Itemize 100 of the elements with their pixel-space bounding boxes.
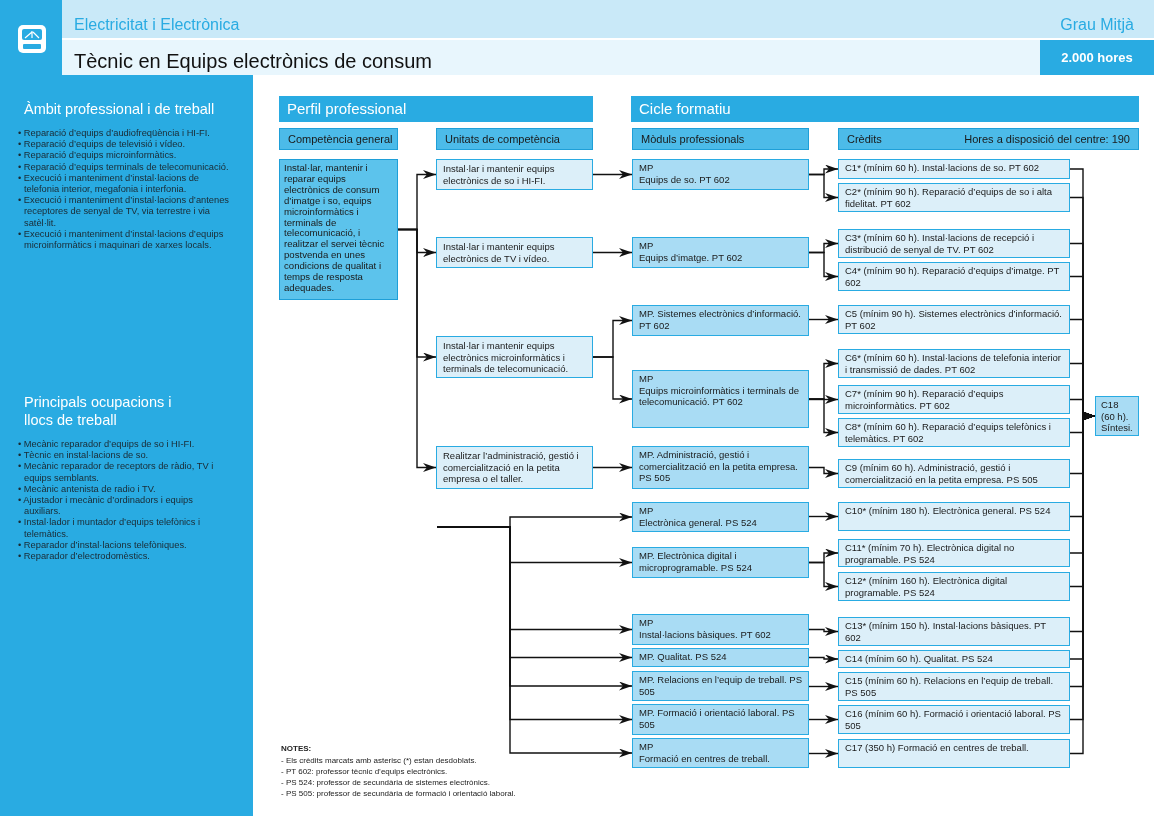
box-text: Equips d’imatge. PT 602 (639, 251, 744, 263)
box-text: C9 (mínim 60 h). Administració, gestió i comercialització en la petita empresa. PS 505 (845, 462, 1039, 485)
credit-box (1095, 396, 1139, 436)
column-heading: Unitats de competència (445, 131, 560, 147)
credit-box (838, 502, 1070, 531)
box-text: MP. Qualitat. PS 524 (639, 651, 728, 663)
connector-arrow (592, 356, 633, 404)
connector-arrow (808, 315, 839, 324)
module-box (632, 547, 809, 578)
box-text: C16 (mínim 60 h). Formació i orientació laboral. PS 505 (845, 708, 1062, 731)
module-box (632, 704, 809, 735)
module-box (632, 614, 809, 645)
credit-box (838, 539, 1070, 567)
box-text: C14 (mínim 60 h). Qualitat. PS 524 (845, 653, 994, 665)
box-text: MP. Administració, gestió i comercialització en la petita empresa. PS 505 (639, 449, 799, 484)
credit-box (838, 459, 1070, 488)
section-heading: Perfil professional (287, 98, 407, 119)
column-heading: Competència general (288, 131, 393, 147)
connector-arrow (808, 561, 839, 591)
list-item: • Execució i manteniment d’instal·lacions d’antenes receptores de senyal de TV, via terrestre i via satèl·lit. (18, 195, 230, 229)
box-text: C8* (mínim 60 h). Reparació d’equips telefònics i telemàtics. PT 602 (845, 421, 1052, 444)
box-text: Instal·lar, mantenir i reparar equips electrònics de consum d’imatge i so, equips microinformàtics i terminals de telecomunicació, i realitzar el servei tècnic postvenda en unes condicions de qualitat i temps de resposta adequades. (284, 163, 386, 294)
module-box (632, 671, 809, 701)
notes-heading: NOTES: (281, 743, 312, 755)
list-item: • Reparació d’equips d’audiofreqüència i HI-FI. (18, 128, 211, 140)
box-text: C2* (mínim 90 h). Reparació d’equips de so i alta fidelitat. PT 602 (845, 186, 1053, 209)
panel-heading: Principals ocupacions i llocs de treball (24, 393, 173, 429)
box-text: Realitzar l’administració, gestió i comercialització en la petita empresa o el taller. (443, 450, 580, 485)
box-text: MP. Relacions en l’equip de treball. PS 505 (639, 674, 802, 697)
column-heading: Mòduls professionals (641, 131, 745, 147)
box-text: C12* (mínim 160 h). Electrònica digital programable. PS 524 (845, 575, 1009, 598)
box-text: C3* (mínim 60 h). Instal·lacions de recepció i distribució de senyal de TV. PT 602 (845, 232, 1036, 255)
connector-arrow (592, 463, 633, 472)
process-box (436, 446, 593, 489)
box-text: MP (639, 162, 655, 174)
box-text: Instal·lar i mantenir equips electrònics de so i HI-FI. (443, 163, 556, 186)
diagram-title: Tècnic en Equips electrònics de consum (74, 49, 432, 74)
box-text: C11* (mínim 70 h). Electrònica digital no programable. PS 524 (845, 542, 1016, 565)
module-box (632, 237, 809, 268)
box-text: Equips de so. PT 602 (639, 173, 731, 185)
category-heading: Electricitat i Electrònica (74, 15, 240, 35)
box-text: C13* (mínim 150 h). Instal·lacions bàsiques. PT 602 (845, 620, 1047, 643)
credit-box (838, 159, 1070, 179)
credit-box (838, 418, 1070, 447)
module-box (632, 305, 809, 336)
list-item: • Execució i manteniment d’instal·lacions de telefonia interior, megafonia i interfonia. (18, 172, 201, 196)
sidebar-panel (0, 75, 253, 816)
box-text: MP. Sistemes electrònics d’informació. PT 602 (639, 308, 802, 331)
box-text: MP. Formació i orientació laboral. PS 505 (639, 707, 796, 730)
list-item: • Mecànic reparador de receptors de ràdio, TV i equips semblants. (18, 461, 215, 484)
list-item: • Reparació d’equips microinformàtics. (18, 150, 178, 162)
connector-arrow (592, 170, 633, 179)
credit-box (838, 672, 1070, 701)
module-box (632, 502, 809, 532)
box-text: C7* (mínim 90 h). Reparació d’equips microinformàtics. PT 602 (845, 388, 1005, 411)
note-text: - Els crèdits marcats amb asterisc (*) estan desdoblats. (281, 755, 477, 767)
box-text: C1* (mínim 60 h). Instal·lacions de so. PT 602 (845, 162, 1041, 174)
credit-box (838, 262, 1070, 291)
list-item: • Ajustador i mecànic d’ordinadors i equips auxiliars. (18, 495, 194, 518)
connector-arrow (808, 682, 839, 691)
connector-arrow (808, 749, 839, 758)
connector-arrow (808, 466, 839, 478)
hours-badge: 2.000 hores (1040, 40, 1154, 75)
box-text: MP (639, 373, 655, 385)
level-text: Grau Mitjà (1060, 15, 1134, 35)
list-item: • Tècnic en instal·lacions de so. (18, 450, 150, 462)
box-text: MP (639, 240, 655, 252)
box-text: C15 (mínim 60 h). Relacions en l’equip de treball. PS 505 (845, 675, 1055, 698)
box-text: Formació en centres de treball. (639, 752, 771, 764)
credit-box (838, 349, 1070, 378)
column-header (279, 128, 398, 150)
list-item: • Instal·lador i muntador d’equips telefònics i telemàtics. (18, 517, 202, 540)
box-text: C18 (60 h). Síntesi. (1101, 399, 1133, 434)
list-item: • Reparació d’equips terminals de telecomunicació. (18, 161, 230, 173)
box-text: MP. Electrònica digital i microprogramable. PS 524 (639, 550, 753, 573)
process-box (436, 237, 593, 268)
process-box (436, 159, 593, 190)
note-text: - PS 524: professor de secundària de sistemes electrònics. (281, 777, 490, 789)
credit-box (838, 705, 1070, 734)
credit-box (838, 617, 1070, 646)
credit-box (838, 229, 1070, 258)
connector-arrow (397, 228, 437, 472)
column-header (632, 128, 809, 150)
connector-arrow (808, 654, 839, 664)
box-text: Electrònica general. PS 524 (639, 516, 758, 528)
module-box (632, 446, 809, 489)
box-text: C10* (mínim 180 h). Electrònica general. PS 524 (845, 505, 1052, 517)
credit-box (838, 183, 1070, 212)
column-header (436, 128, 593, 150)
module-box (632, 648, 809, 667)
box-text: Instal·lar i mantenir equips electrònics de TV i vídeo. (443, 241, 556, 264)
box-text: MP (639, 617, 655, 629)
box-text: C6* (mínim 60 h). Instal·lacions de telefonia interior i transmissió de dades. PT 602 (845, 352, 1062, 375)
box-text: Instal·lar i mantenir equips electrònics microinformàtics i terminals de telecomunicació. (443, 340, 570, 375)
box-text: Instal·lacions bàsiques. PT 602 (639, 628, 772, 640)
note-text: - PT 602: professor tècnic d’equips electrònics. (281, 766, 448, 778)
credit-box (838, 650, 1070, 668)
box-text: C17 (350 h) Formació en centres de treball. (845, 742, 1030, 754)
list-item: • Reparació d’equips de televisió i vídeo. (18, 139, 187, 151)
list-item: • Mecànic antenista de radio i TV. (18, 483, 157, 495)
